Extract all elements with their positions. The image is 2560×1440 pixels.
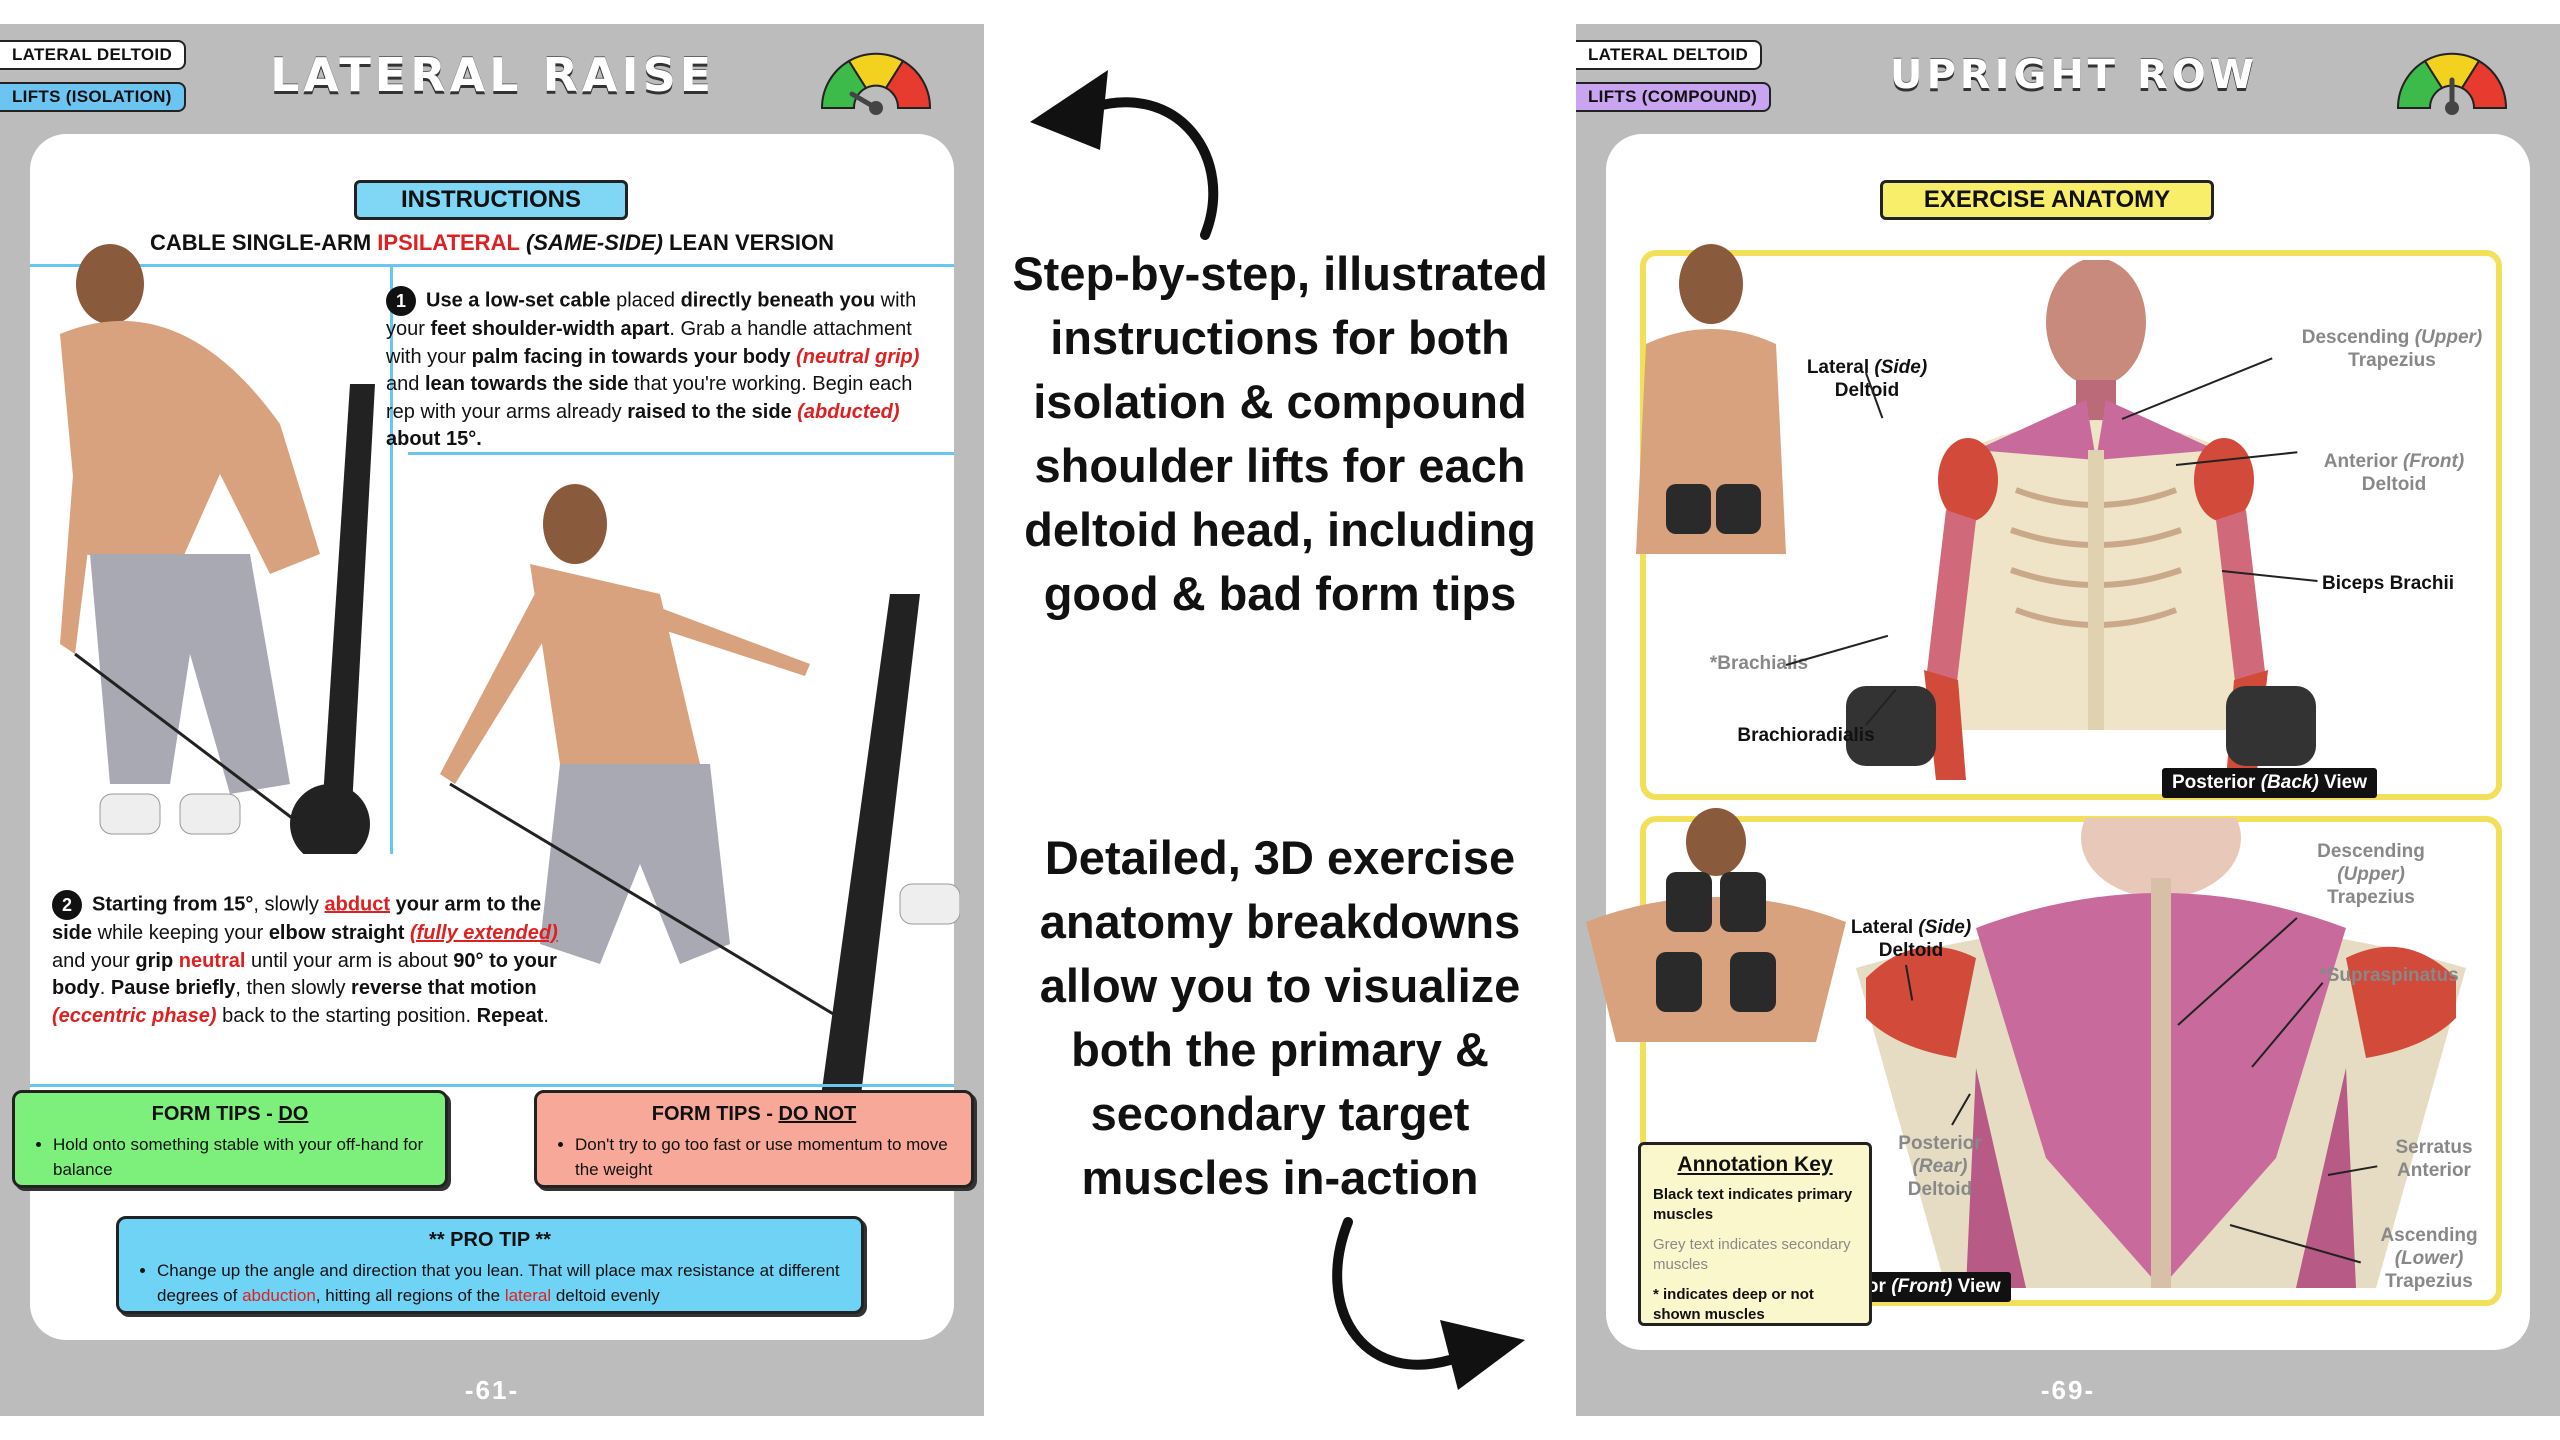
curved-arrow-up-left-icon <box>1030 70 1219 240</box>
anatomy-model-back <box>1856 818 2466 1288</box>
exercise-photo-end <box>440 484 960 1104</box>
difficulty-gauge-icon <box>2396 52 2508 115</box>
pro-tip-box: ** PRO TIP ** Change up the angle and di… <box>116 1216 864 1314</box>
exercise-photo-upright-row-top <box>1586 808 1846 1042</box>
form-tips-dont-title: FORM TIPS - DO NOT <box>651 1103 857 1125</box>
form-tips-do-title: FORM TIPS - DO <box>151 1103 309 1125</box>
label-lateral-deltoid-top: Lateral (Side)Deltoid <box>1806 357 1928 401</box>
category-tag-deltoid: LATERAL DELTOID <box>0 40 187 70</box>
divider <box>30 264 954 267</box>
label-descending-trapezius-bottom: Descending(Upper)Trapezius <box>2317 841 2425 908</box>
anterior-view-frame: Anterior (Front) View <box>1640 816 2502 1306</box>
instructions-banner: INSTRUCTIONS <box>354 180 628 220</box>
annotation-key-grey: Grey text indicates secondary muscles <box>1653 1236 1851 1273</box>
content-card: EXERCISE ANATOMY <box>1586 134 2530 1350</box>
promo-text-instructions: Step-by-step, illustrated instructions f… <box>1012 247 1548 620</box>
label-ascending-trapezius: Ascending(Lower)Trapezius <box>2380 1225 2478 1292</box>
label-descending-trapezius-top: Descending (Upper)Trapezius <box>2301 327 2483 371</box>
pro-tip-item: Change up the angle and direction that y… <box>157 1258 843 1308</box>
category-tag-lifts: LIFTS (ISOLATION) <box>0 82 186 112</box>
label-brachioradialis: Brachioradialis <box>1737 725 1875 746</box>
page-number: -61- <box>464 1375 520 1405</box>
label-posterior-deltoid: Posterior(Rear)Deltoid <box>1898 1133 1982 1200</box>
exercise-photo-upright-row <box>1636 244 1786 554</box>
anatomy-banner: EXERCISE ANATOMY <box>1880 180 2214 220</box>
page-number: -69- <box>2040 1375 2096 1405</box>
promo-text-anatomy: Detailed, 3D exercise anatomy breakdowns… <box>1039 831 1521 1204</box>
divider <box>408 452 954 455</box>
exercise-photo-start <box>60 244 393 854</box>
dumbbells-image <box>1846 686 2316 766</box>
left-page: LATERAL DELTOID LIFTS (ISOLATION) LATERA… <box>0 24 984 1416</box>
label-anterior-deltoid-top: Anterior (Front)Deltoid <box>2323 451 2465 495</box>
label-lateral-deltoid-bottom: Lateral (Side)Deltoid <box>1850 917 1972 961</box>
step-1-badge: 1 <box>386 286 416 316</box>
view-tag-posterior: Posterior (Back) View <box>2162 768 2378 798</box>
label-supraspinatus: *Supraspinatus <box>2319 965 2459 986</box>
posterior-view-frame: Posterior (Back) View <box>1640 250 2502 800</box>
form-tips-do: FORM TIPS - DO Hold onto something stabl… <box>12 1090 448 1188</box>
page-title: LATERAL RAISE <box>270 48 716 102</box>
exercise-variant-heading: CABLE SINGLE-ARM IPSILATERAL (SAME-SIDE)… <box>149 230 835 255</box>
category-tag-lifts: LIFTS (COMPOUND) <box>1576 82 1772 112</box>
annotation-key-star: * indicates deep or not shown muscles <box>1653 1286 1814 1323</box>
form-tips-dont: FORM TIPS - DO NOT Don't try to go too f… <box>534 1090 974 1188</box>
difficulty-gauge-icon <box>820 52 932 115</box>
label-biceps-brachii: Biceps Brachii <box>2322 573 2454 594</box>
step-2-badge: 2 <box>52 890 82 920</box>
page-title: UPRIGHT ROW <box>1890 52 2258 98</box>
curved-arrow-down-right-icon <box>1332 1217 1525 1390</box>
annotation-key-title: Annotation Key <box>1677 1153 1833 1176</box>
label-brachialis: *Brachialis <box>1709 653 1809 674</box>
pro-tip-title: ** PRO TIP ** <box>429 1229 551 1251</box>
form-tips-do-item: Hold onto something stable with your off… <box>53 1132 427 1182</box>
category-tag-deltoid: LATERAL DELTOID <box>1576 40 1763 70</box>
right-page: LATERAL DELTOID LIFTS (COMPOUND) UPRIGHT… <box>1576 24 2560 1416</box>
annotation-key: Annotation Key Black text indicates prim… <box>1638 1142 1872 1326</box>
form-tips-dont-item: Don't try to go too fast or use momentum… <box>575 1132 953 1182</box>
annotation-key-black: Black text indicates primary muscles <box>1653 1186 1853 1223</box>
divider <box>30 1084 954 1087</box>
